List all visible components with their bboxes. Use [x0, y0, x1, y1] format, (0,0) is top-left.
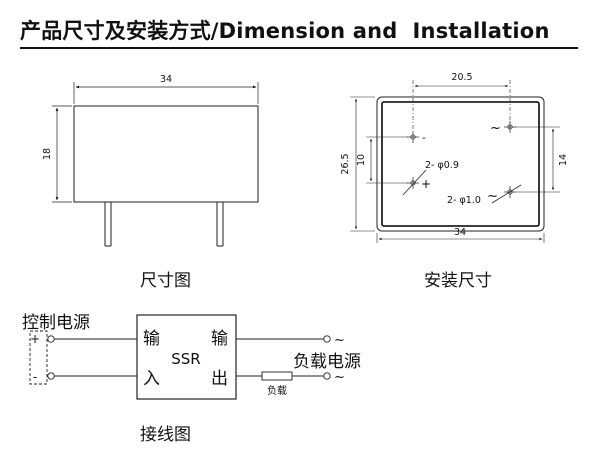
mount-hole-ac-top [504, 121, 516, 133]
bottom-width-dimension [376, 233, 545, 243]
control-terminal-minus [47, 372, 55, 380]
load-resistor [261, 371, 293, 381]
title-divider [20, 47, 578, 49]
wiring-caption: 接线图 [140, 425, 191, 445]
pin-minus-sign: - [422, 131, 426, 144]
relay-pin-left [104, 202, 112, 247]
ssr-input-top-char: 输 [143, 329, 160, 349]
control-terminal-plus [47, 335, 55, 343]
load-tilde-top: ~ [334, 333, 345, 348]
bottom-width-label: 34 [454, 227, 466, 238]
load-terminal-top [323, 335, 331, 343]
outer-height-dimension [350, 96, 375, 232]
control-plus-sign: + [30, 332, 40, 346]
hole-small-label: 2- φ0.9 [425, 160, 459, 171]
mount-hole-ac-bottom [491, 184, 522, 204]
ssr-output-top-char: 输 [211, 329, 228, 349]
height-label: 18 [42, 148, 53, 160]
page-title: 产品尺寸及安装方式/Dimension and Installation [20, 19, 550, 43]
right-gap-dimension [515, 126, 560, 193]
pin-ac-bottom-sign: ~ [487, 189, 498, 204]
dimension-caption: 尺寸图 [140, 271, 191, 291]
pin-plus-sign: + [421, 177, 431, 191]
relay-outline-inner [381, 101, 540, 227]
ssr-output-bottom-char: 出 [211, 369, 228, 389]
relay-outline-outer [376, 96, 545, 232]
ssr-box [136, 314, 237, 400]
pin-spacing-label: 20.5 [451, 72, 472, 83]
load-supply-label: 负载电源 [293, 352, 361, 372]
mount-hole-plus [402, 169, 427, 196]
wiring-diagram [29, 314, 331, 400]
ssr-name: SSR [171, 350, 200, 368]
ssr-input-bottom-char: 入 [143, 369, 160, 389]
right-gap-label: 14 [558, 154, 569, 166]
load-label: 负载 [267, 384, 287, 397]
pin-ac-top-sign: ~ [490, 121, 501, 136]
dimension-view [52, 82, 259, 247]
width-label: 34 [160, 74, 172, 85]
hole-large-label: 2- φ1.0 [447, 195, 481, 206]
height-dimension-line [52, 105, 72, 203]
pin-gap-dimension [366, 136, 408, 184]
relay-body-side [73, 105, 259, 203]
mount-hole-minus [407, 131, 419, 143]
pin-gap-label: 10 [356, 154, 367, 166]
control-minus-sign: - [33, 370, 37, 384]
outer-height-label: 26.5 [340, 153, 351, 174]
load-tilde-bottom: ~ [334, 370, 345, 385]
control-source-label: 控制电源 [22, 313, 90, 333]
installation-view [350, 80, 560, 243]
width-dimension-line [73, 82, 259, 104]
installation-caption: 安装尺寸 [424, 271, 492, 291]
relay-pin-right [216, 202, 224, 247]
pin-spacing-dimension [412, 80, 511, 130]
load-terminal-bottom [323, 372, 331, 380]
